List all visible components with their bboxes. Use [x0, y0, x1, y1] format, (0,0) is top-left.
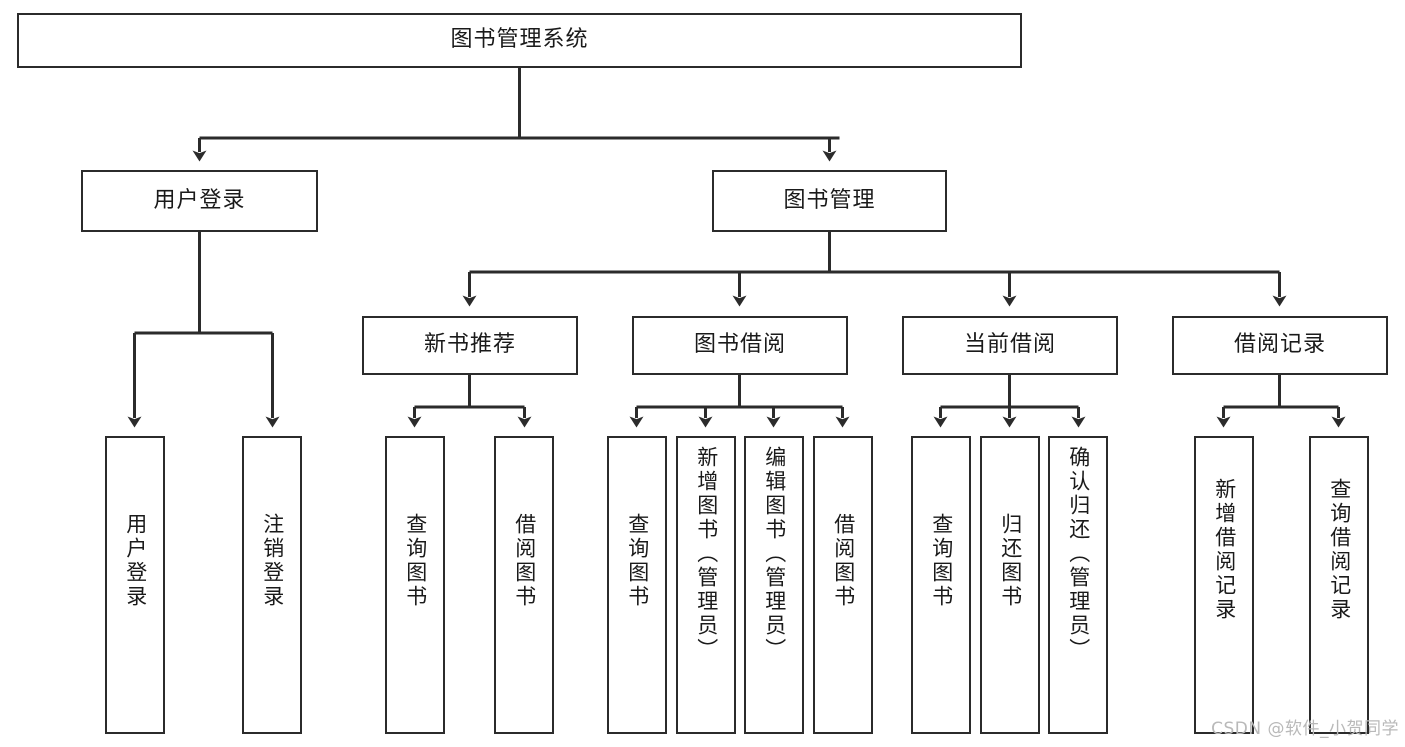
node-label: 新书推荐 — [423, 332, 516, 358]
leaf-book-borrow-add-book-admin[interactable]: 新增图书（管理员） — [676, 436, 736, 734]
leaf-label: 查询图书 — [625, 513, 650, 609]
leaf-label: 查询图书 — [403, 513, 428, 609]
leaf-borrow-record-query-record[interactable]: 查询借阅记录 — [1309, 436, 1369, 734]
leaf-label: 借阅图书 — [831, 513, 856, 609]
leaf-book-borrow-borrow-books[interactable]: 借阅图书 — [813, 436, 873, 734]
leaf-book-borrow-query-books[interactable]: 查询图书 — [607, 436, 667, 734]
leaf-label: 新增借阅记录 — [1212, 478, 1237, 622]
node-book-borrow[interactable]: 图书借阅 — [632, 316, 848, 375]
leaf-label: 新增图书（管理员） — [694, 446, 719, 662]
leaf-borrow-record-add-record[interactable]: 新增借阅记录 — [1194, 436, 1254, 734]
csdn-watermark: CSDN @软件_小贺同学 — [1211, 719, 1399, 739]
node-label: 图书借阅 — [693, 332, 786, 358]
leaf-user-login-logout[interactable]: 注销登录 — [242, 436, 302, 734]
leaf-new-book-borrow-books[interactable]: 借阅图书 — [494, 436, 554, 734]
node-user-login[interactable]: 用户登录 — [81, 170, 318, 232]
leaf-current-borrow-confirm-return-admin[interactable]: 确认归还（管理员） — [1048, 436, 1108, 734]
leaf-label: 编辑图书（管理员） — [762, 446, 787, 662]
leaf-new-book-query-books[interactable]: 查询图书 — [385, 436, 445, 734]
leaf-user-login-login[interactable]: 用户登录 — [105, 436, 165, 734]
leaf-label: 注销登录 — [260, 513, 285, 609]
node-label: 图书管理系统 — [450, 27, 589, 53]
leaf-current-borrow-query-books[interactable]: 查询图书 — [911, 436, 971, 734]
node-root-book-management-system[interactable]: 图书管理系统 — [17, 13, 1022, 68]
leaf-label: 确认归还（管理员） — [1066, 446, 1091, 662]
node-new-book-recommend[interactable]: 新书推荐 — [362, 316, 578, 375]
leaf-label: 用户登录 — [123, 513, 148, 609]
node-current-borrow[interactable]: 当前借阅 — [902, 316, 1118, 375]
node-borrow-record[interactable]: 借阅记录 — [1172, 316, 1388, 375]
leaf-label: 查询图书 — [929, 513, 954, 609]
node-label: 借阅记录 — [1233, 332, 1326, 358]
leaf-label: 借阅图书 — [512, 513, 537, 609]
leaf-current-borrow-return-books[interactable]: 归还图书 — [980, 436, 1040, 734]
node-label: 图书管理 — [783, 187, 876, 213]
leaf-label: 归还图书 — [998, 513, 1023, 609]
node-label: 用户登录 — [153, 187, 246, 213]
leaf-label: 查询借阅记录 — [1327, 478, 1352, 622]
node-book-management[interactable]: 图书管理 — [712, 170, 947, 232]
node-label: 当前借阅 — [963, 332, 1056, 358]
leaf-book-borrow-edit-book-admin[interactable]: 编辑图书（管理员） — [744, 436, 804, 734]
